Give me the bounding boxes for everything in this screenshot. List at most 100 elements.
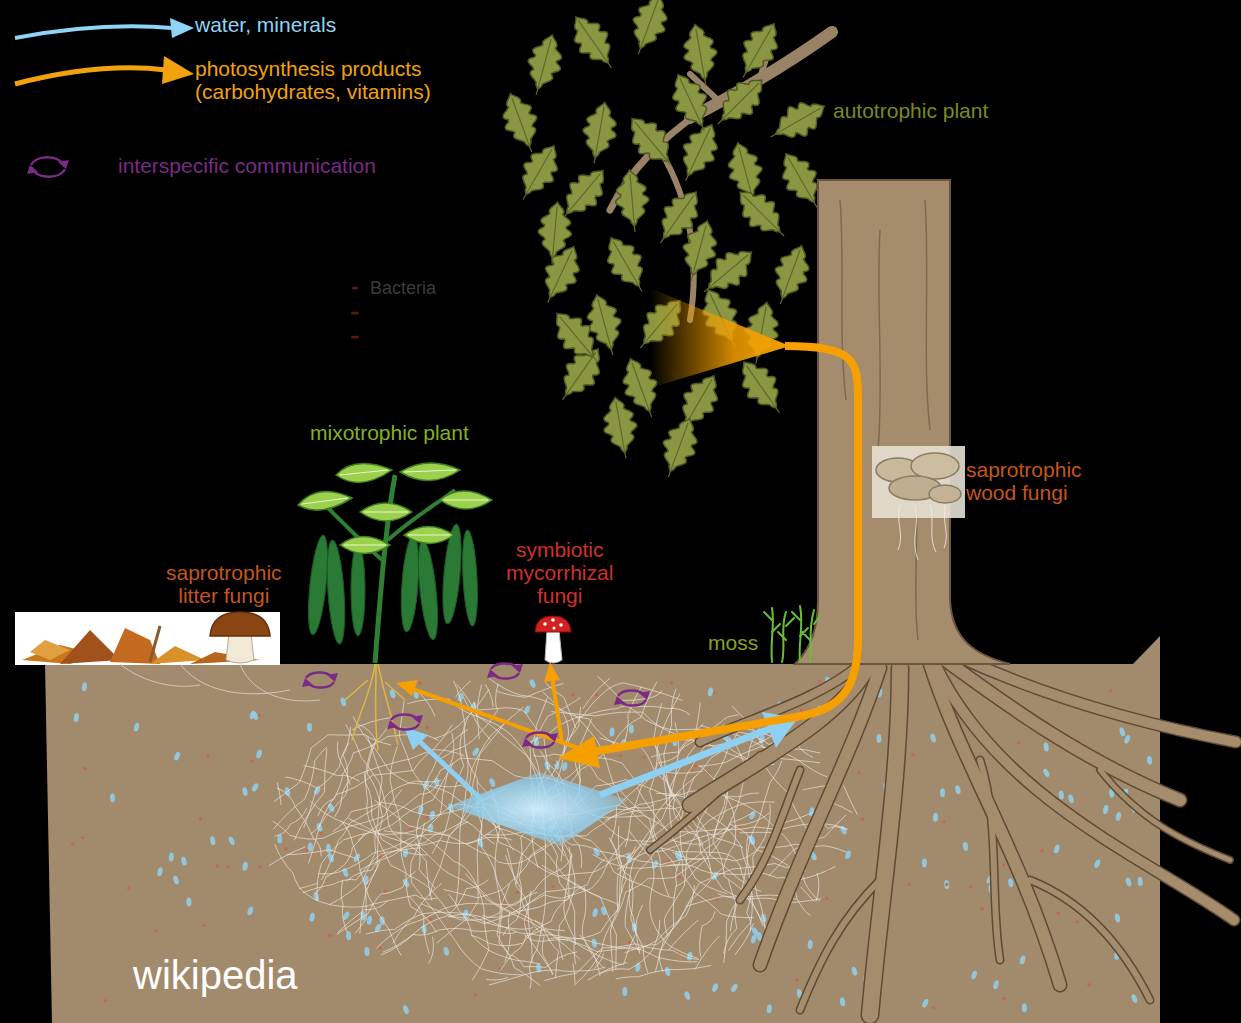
soil-bacterium: [981, 907, 984, 910]
hypha: [358, 724, 377, 741]
water-droplet: [157, 867, 164, 877]
soil-bacterium: [571, 693, 574, 696]
soil-bacterium: [154, 929, 157, 932]
water-droplet: [81, 682, 87, 692]
soil-bacterium: [932, 1006, 935, 1009]
arrow-head: [162, 56, 194, 84]
soil-bacterium: [203, 924, 206, 927]
leaf-blade: [673, 118, 727, 183]
hypha: [629, 831, 698, 959]
water-droplet: [940, 788, 945, 797]
water-droplet: [933, 813, 938, 822]
leaf-vein: [668, 422, 688, 477]
water-droplet: [1119, 727, 1127, 737]
root: [980, 760, 1000, 960]
oak-leaf: [671, 118, 727, 188]
oak-leaf: [762, 92, 832, 152]
arc: [31, 157, 63, 165]
water-droplet: [209, 836, 216, 846]
water-droplet: [1125, 877, 1133, 887]
water-droplet: [748, 810, 757, 820]
soil-bacterium: [1087, 983, 1090, 986]
hypha: [616, 966, 712, 979]
hypha: [816, 873, 819, 902]
oak-leaf: [597, 229, 657, 299]
oak-leaf: [520, 31, 568, 99]
root: [740, 770, 800, 900]
water-droplet: [342, 867, 350, 877]
oak-leaf: [544, 303, 609, 372]
leaf-blade: [767, 240, 817, 304]
soil-bacterium: [328, 934, 331, 937]
leaf-vein: [686, 128, 711, 181]
water-droplet: [970, 970, 978, 980]
water-droplet: [711, 982, 719, 992]
water-droplet: [186, 898, 191, 907]
hypha: [383, 880, 488, 953]
hypha: [524, 846, 635, 941]
arrow-head: [170, 18, 194, 38]
leaf-vein: [691, 225, 706, 281]
water-droplet: [366, 915, 373, 925]
water-droplet: [876, 734, 881, 743]
soil-bacterium: [516, 891, 519, 894]
soil-bacterium: [1057, 912, 1060, 915]
oak-leaf: [495, 88, 547, 158]
leaf-blade: [772, 145, 829, 210]
oak-leaf: [706, 68, 773, 135]
hypha: [409, 897, 429, 954]
leaf-vein: [638, 0, 658, 54]
water-droplet: [766, 1004, 772, 1014]
water-droplet: [1147, 756, 1153, 766]
bacteria-dots: [351, 287, 359, 339]
water-droplet: [609, 727, 615, 736]
soil-bacterium: [409, 828, 412, 831]
water-droplet: [255, 749, 263, 759]
water-droplet: [73, 713, 79, 723]
water-droplet: [992, 980, 999, 990]
communication-arrow: [522, 732, 558, 747]
root: [955, 655, 1236, 742]
hypha: [299, 884, 317, 889]
communication-arrow: [387, 714, 423, 729]
hypha: [429, 937, 434, 964]
hypha: [611, 826, 622, 973]
soil-bacterium: [305, 849, 308, 852]
leaf-vein: [696, 28, 706, 85]
soil-bacterium: [619, 754, 622, 757]
soil-bacterium: [81, 836, 84, 839]
oak-leaf: [578, 100, 621, 167]
oak-leaf: [765, 240, 817, 310]
soil-particles: [71, 676, 1153, 1015]
hypha: [506, 855, 553, 975]
leaf-blade: [619, 108, 680, 172]
water-droplet: [962, 842, 968, 852]
soil-bacterium: [1017, 741, 1020, 744]
hypha: [285, 777, 317, 788]
water-droplet: [246, 906, 254, 916]
bark-lines: [840, 200, 930, 640]
oak-leaf: [730, 353, 793, 423]
hypha: [273, 747, 327, 830]
water-droplet: [133, 722, 140, 732]
water-droplet: [921, 998, 929, 1008]
soil-bacterium: [553, 761, 556, 764]
hypha: [735, 923, 754, 955]
hypha: [696, 738, 745, 900]
hypha: [355, 861, 380, 933]
communication-arrows: [302, 663, 650, 747]
water-droplet: [1043, 742, 1049, 752]
soil-bacterium: [628, 941, 631, 944]
oak-leaf: [728, 180, 795, 247]
tree-branch: [610, 32, 832, 320]
root-outline: [930, 664, 1060, 985]
soil-bacterium: [226, 865, 229, 868]
soil-bacterium: [818, 679, 821, 682]
leaf-vein: [788, 157, 817, 207]
water-droplet: [1114, 913, 1121, 923]
water-droplet: [251, 782, 260, 792]
hypha: [465, 859, 605, 913]
hypha: [421, 854, 572, 921]
soil-bacterium: [969, 886, 972, 889]
